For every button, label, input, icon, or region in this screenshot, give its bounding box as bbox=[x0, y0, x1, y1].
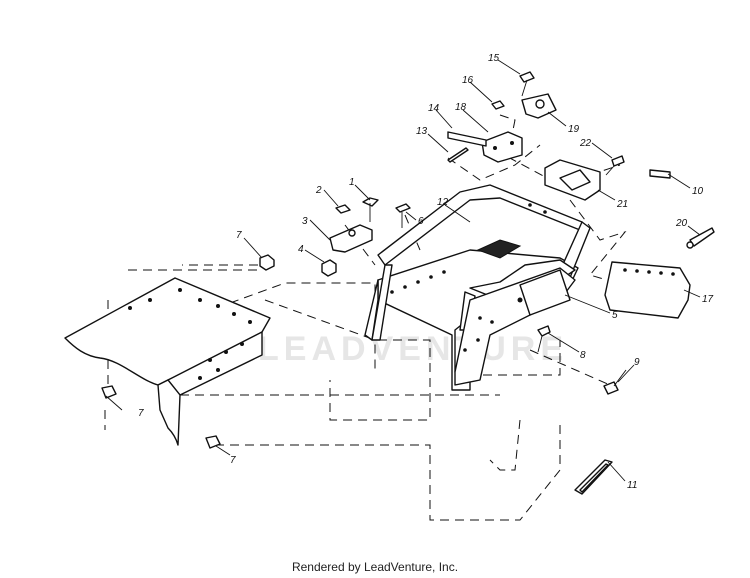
callout-2: 2 bbox=[315, 185, 322, 196]
frame-holes bbox=[390, 203, 547, 352]
callout-10: 10 bbox=[692, 186, 704, 197]
callout-16: 16 bbox=[462, 75, 474, 86]
callout-19: 19 bbox=[568, 124, 580, 135]
plate-part-17 bbox=[604, 227, 715, 319]
callout-13: 13 bbox=[416, 126, 428, 137]
footer-credit: Rendered by LeadVenture, Inc. bbox=[291, 560, 459, 574]
callout-8: 8 bbox=[580, 350, 586, 361]
callout-leaders bbox=[105, 59, 701, 482]
parts-diagram: LEADVENTURE bbox=[64, 53, 715, 521]
callout-3: 3 bbox=[302, 216, 308, 227]
callout-labels: 1 2 3 4 5 6 7 7 7 8 9 10 11 12 13 14 15 … bbox=[138, 53, 714, 491]
callout-17: 17 bbox=[702, 294, 714, 305]
callout-5: 5 bbox=[612, 310, 618, 321]
callout-21: 21 bbox=[616, 199, 628, 210]
main-frame bbox=[364, 184, 591, 391]
callout-14: 14 bbox=[428, 103, 440, 114]
watermark-text: LEADVENTURE bbox=[258, 330, 568, 368]
callout-22: 22 bbox=[579, 138, 592, 149]
callout-12: 12 bbox=[437, 197, 449, 208]
plate-holes bbox=[128, 288, 252, 380]
callout-11: 11 bbox=[627, 480, 637, 491]
mounting-plate bbox=[64, 277, 271, 446]
hinge-assembly bbox=[447, 71, 625, 176]
callout-9: 9 bbox=[634, 357, 640, 368]
callout-20: 20 bbox=[675, 218, 688, 229]
callout-15: 15 bbox=[488, 53, 500, 64]
bolts-8-9 bbox=[537, 325, 627, 395]
callout-7c: 7 bbox=[230, 455, 236, 466]
callout-1: 1 bbox=[349, 177, 355, 188]
nuts-7 bbox=[101, 385, 221, 449]
callout-6: 6 bbox=[418, 216, 424, 227]
callout-4: 4 bbox=[298, 244, 304, 255]
callout-7b: 7 bbox=[138, 408, 144, 419]
bracket-assembly bbox=[259, 197, 411, 277]
grommet-part-11 bbox=[574, 459, 613, 495]
pin-part-10 bbox=[649, 169, 671, 179]
callout-18: 18 bbox=[455, 102, 467, 113]
callout-7a: 7 bbox=[236, 230, 242, 241]
block-part-21 bbox=[544, 159, 601, 201]
